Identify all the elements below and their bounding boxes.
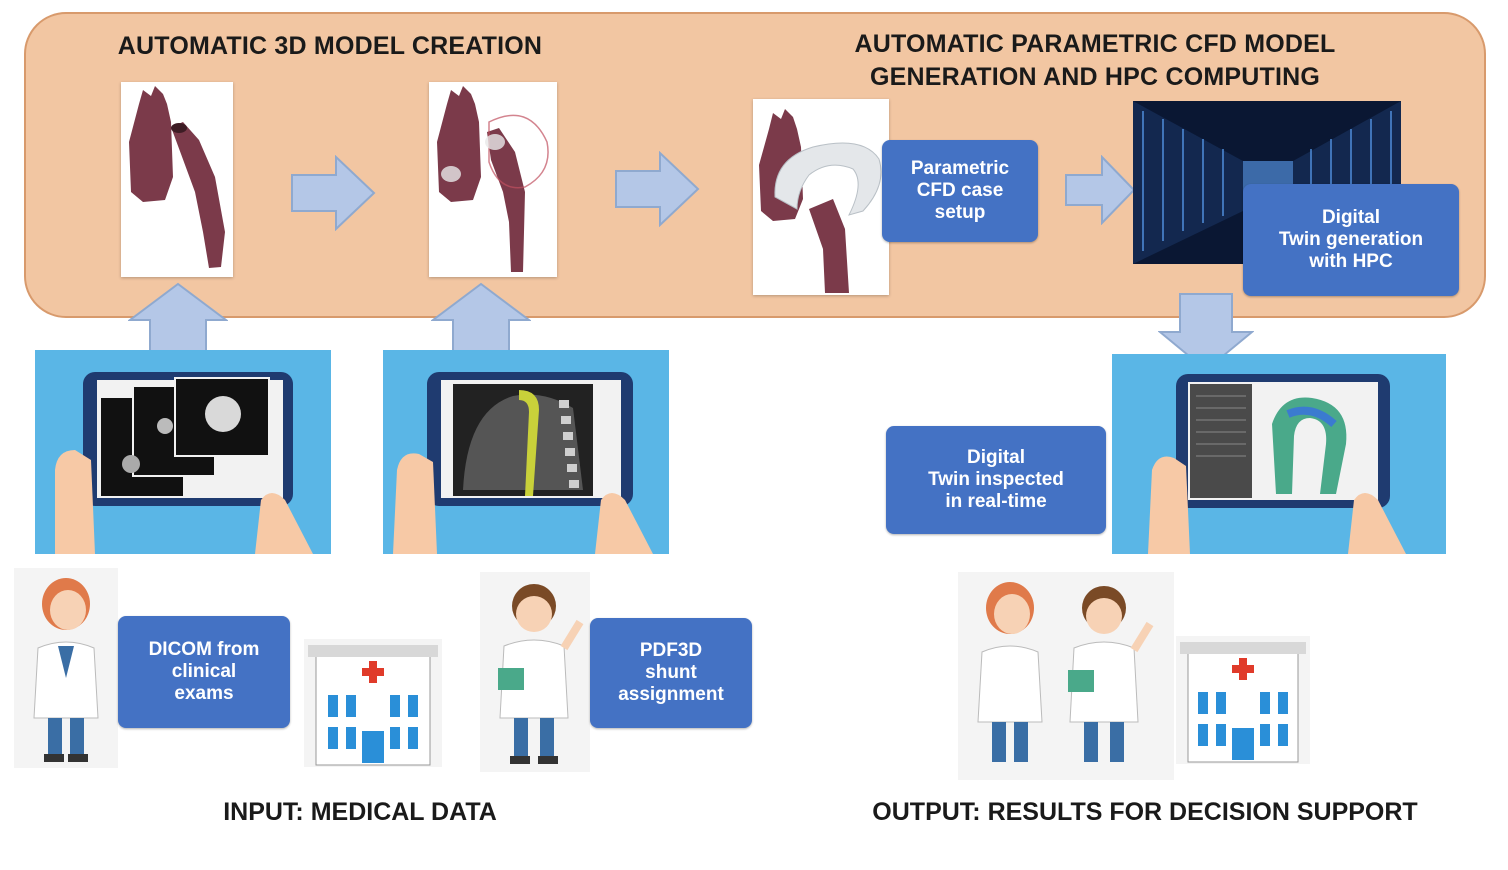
dicom-box: DICOM from clinical exams — [118, 616, 290, 728]
heading-model-creation: AUTOMATIC 3D MODEL CREATION — [117, 32, 543, 60]
vessel-model-image-1 — [121, 82, 233, 277]
dicom-label: DICOM from clinical exams — [148, 639, 260, 704]
doctor-female-figure — [14, 568, 118, 768]
shunt-model-image — [753, 99, 889, 295]
tablet-panel-ct — [383, 350, 669, 554]
pdf3d-label: PDF3D shunt assignment — [618, 640, 724, 705]
arrow-right-3 — [1065, 155, 1136, 225]
heading-cfd-line1: AUTOMATIC PARAMETRIC CFD MODEL — [854, 30, 1336, 58]
doctors-group-output — [958, 572, 1174, 780]
arrow-right-1 — [291, 155, 376, 231]
arrow-down — [1158, 293, 1254, 372]
footer-output-label: OUTPUT: RESULTS FOR DECISION SUPPORT — [872, 798, 1418, 826]
hospital-icon — [304, 639, 442, 767]
arrow-right-2 — [615, 151, 700, 227]
twin-inspected-box: Digital Twin inspected in real-time — [886, 426, 1106, 534]
twin-generation-box: Digital Twin generation with HPC — [1243, 184, 1459, 296]
hospital-icon-output — [1176, 636, 1310, 764]
tablet-panel-dicom — [35, 350, 331, 554]
tablet-panel-inspection — [1112, 354, 1446, 554]
vessel-model-image-2 — [429, 82, 557, 277]
cfd-case-setup-label: Parametric CFD case setup — [910, 158, 1010, 223]
pdf3d-box: PDF3D shunt assignment — [590, 618, 752, 728]
footer-input-label: INPUT: MEDICAL DATA — [223, 798, 497, 826]
twin-inspected-label: Digital Twin inspected in real-time — [928, 447, 1064, 512]
twin-generation-label: Digital Twin generation with HPC — [1278, 207, 1424, 272]
heading-cfd-line2: GENERATION AND HPC COMPUTING — [869, 63, 1321, 91]
doctor-male-figure — [480, 572, 590, 772]
cfd-case-setup-box: Parametric CFD case setup — [882, 140, 1038, 242]
